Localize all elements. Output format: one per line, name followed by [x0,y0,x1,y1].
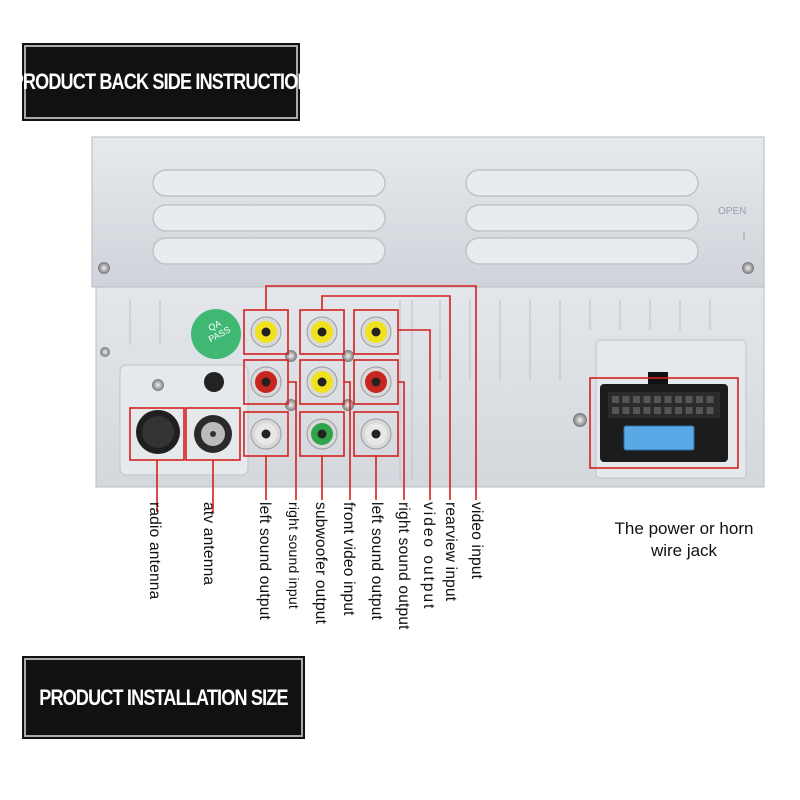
label-front-video-input: front video input [340,502,357,616]
connector-pin [643,396,651,403]
top-cover [91,136,765,288]
rca-white-jack [250,418,282,450]
installation-size-banner: PRODUCT INSTALLATION SIZE [22,656,305,739]
rca-red-jack [250,366,282,398]
label-left-sound-output-2: left sound output [368,502,385,621]
connector-pin [685,396,693,403]
rca-yellow-jack [306,316,338,348]
open-marking: OPEN [718,206,747,217]
screw-icon [742,262,754,274]
screw-icon [152,379,164,391]
screw-icon [342,350,354,362]
screw-icon [342,399,354,411]
label-left-sound-output: left sound output [256,502,273,621]
connector-pin [664,407,672,414]
connector-pin [622,396,630,403]
label-video-input: video input [468,502,485,580]
installation-size-banner-text: PRODUCT INSTALLATION SIZE [39,684,288,710]
connector-pin [685,407,693,414]
connector-pin [664,396,672,403]
small-jack-icon [204,372,224,392]
connector-pin [612,407,619,414]
connector-pin [633,396,640,403]
connector-pin [696,407,703,414]
rca-yellow-jack [250,316,282,348]
connector-pin [675,396,682,403]
connector-pin [622,407,630,414]
connector-pin [643,407,651,414]
label-atv-antenna: atv antenna [200,502,217,586]
label-right-sound-output: right sound output [395,502,412,630]
radio-antenna-port [136,410,180,454]
label-right-sound-input: right sound input [286,502,302,609]
screw-icon [573,413,587,427]
rca-jack-array [250,316,392,450]
back-side-banner-text: PRODUCT BACK SIDE INSTRUCTION [12,69,311,94]
fuse-icon [623,425,695,451]
connector-pin [696,396,703,403]
rca-yellow-jack [360,316,392,348]
power-label-line1: The power or horn [614,519,754,538]
connector-pin [706,396,714,403]
connector-pin [675,407,682,414]
connector-pin [612,396,619,403]
screw-icon [98,262,110,274]
label-radio-antenna: radio antenna [146,502,163,600]
screw-icon [100,347,110,357]
connector-pin [706,407,714,414]
rca-red-jack [360,366,392,398]
qa-pass-sticker [191,309,241,359]
label-rearview-input: rearview input [442,502,459,602]
label-video-output: video output [420,502,437,611]
leader-lines [156,285,477,512]
power-label-line2: wire jack [650,541,718,560]
connector-pin [633,407,640,414]
power-connector [600,372,728,462]
power-wire-jack-label: The power or horn wire jack [598,518,770,562]
rca-yellow-jack [306,366,338,398]
label-subwoofer-output: subwoofer output [312,502,329,625]
rca-green-jack [306,418,338,450]
connector-pin [654,396,661,403]
back-side-banner: PRODUCT BACK SIDE INSTRUCTION [12,43,311,121]
atv-antenna-port [194,415,232,453]
rca-white-jack [360,418,392,450]
connector-pin [654,407,661,414]
